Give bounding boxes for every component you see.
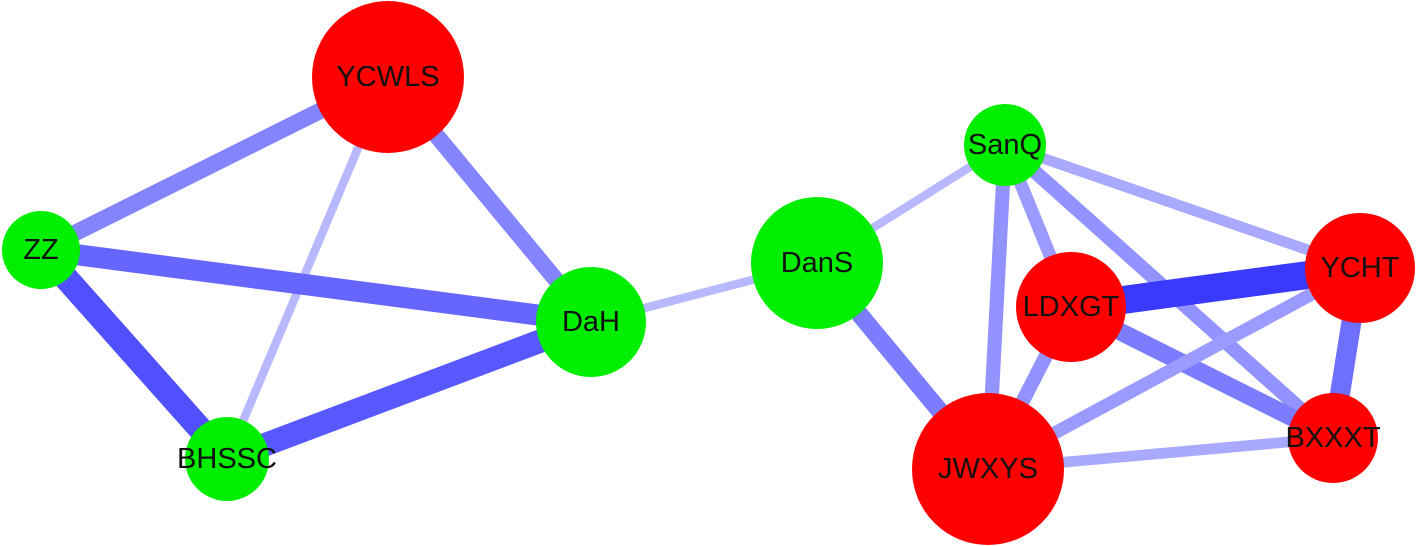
node-ycwls: YCWLS — [312, 1, 464, 153]
node-label-ldxgt: LDXGT — [1023, 291, 1120, 323]
node-circle-dah — [536, 267, 646, 377]
node-label-ycht: YCHT — [1321, 252, 1400, 284]
node-label-zz: ZZ — [23, 234, 58, 266]
node-label-sanq: SanQ — [968, 129, 1042, 161]
node-circle-sanq — [964, 104, 1046, 186]
node-dans: DanS — [751, 197, 883, 329]
node-circle-ycwls — [312, 1, 464, 153]
node-jwxys: JWXYS — [912, 393, 1064, 545]
node-label-dans: DanS — [781, 247, 854, 279]
node-circle-bxxxt — [1288, 393, 1378, 483]
edge-bhssc-dah — [222, 311, 596, 470]
node-label-bxxxt: BXXXT — [1285, 422, 1380, 454]
node-bhssc: BHSSC — [177, 417, 277, 501]
node-circle-zz — [2, 211, 80, 289]
edge-sanq-ycht — [1003, 139, 1362, 274]
node-sanq: SanQ — [964, 104, 1046, 186]
node-ldxgt: LDXGT — [1016, 252, 1126, 362]
node-circle-jwxys — [912, 393, 1064, 545]
node-circle-bhssc — [185, 417, 269, 501]
node-zz: ZZ — [2, 211, 80, 289]
node-dah: DaH — [536, 267, 646, 377]
node-label-bhssc: BHSSC — [177, 443, 277, 475]
node-label-dah: DaH — [562, 306, 620, 338]
node-circle-ycht — [1305, 213, 1415, 323]
node-label-ycwls: YCWLS — [336, 61, 439, 93]
edge-zz-bhssc — [31, 241, 237, 468]
node-ycht: YCHT — [1305, 213, 1415, 323]
edge-zz-dah — [39, 239, 593, 333]
edges-layer — [31, 69, 1370, 475]
node-bxxxt: BXXXT — [1285, 393, 1381, 483]
node-label-jwxys: JWXYS — [938, 453, 1038, 485]
node-circle-dans — [751, 197, 883, 329]
node-circle-ldxgt — [1016, 252, 1126, 362]
